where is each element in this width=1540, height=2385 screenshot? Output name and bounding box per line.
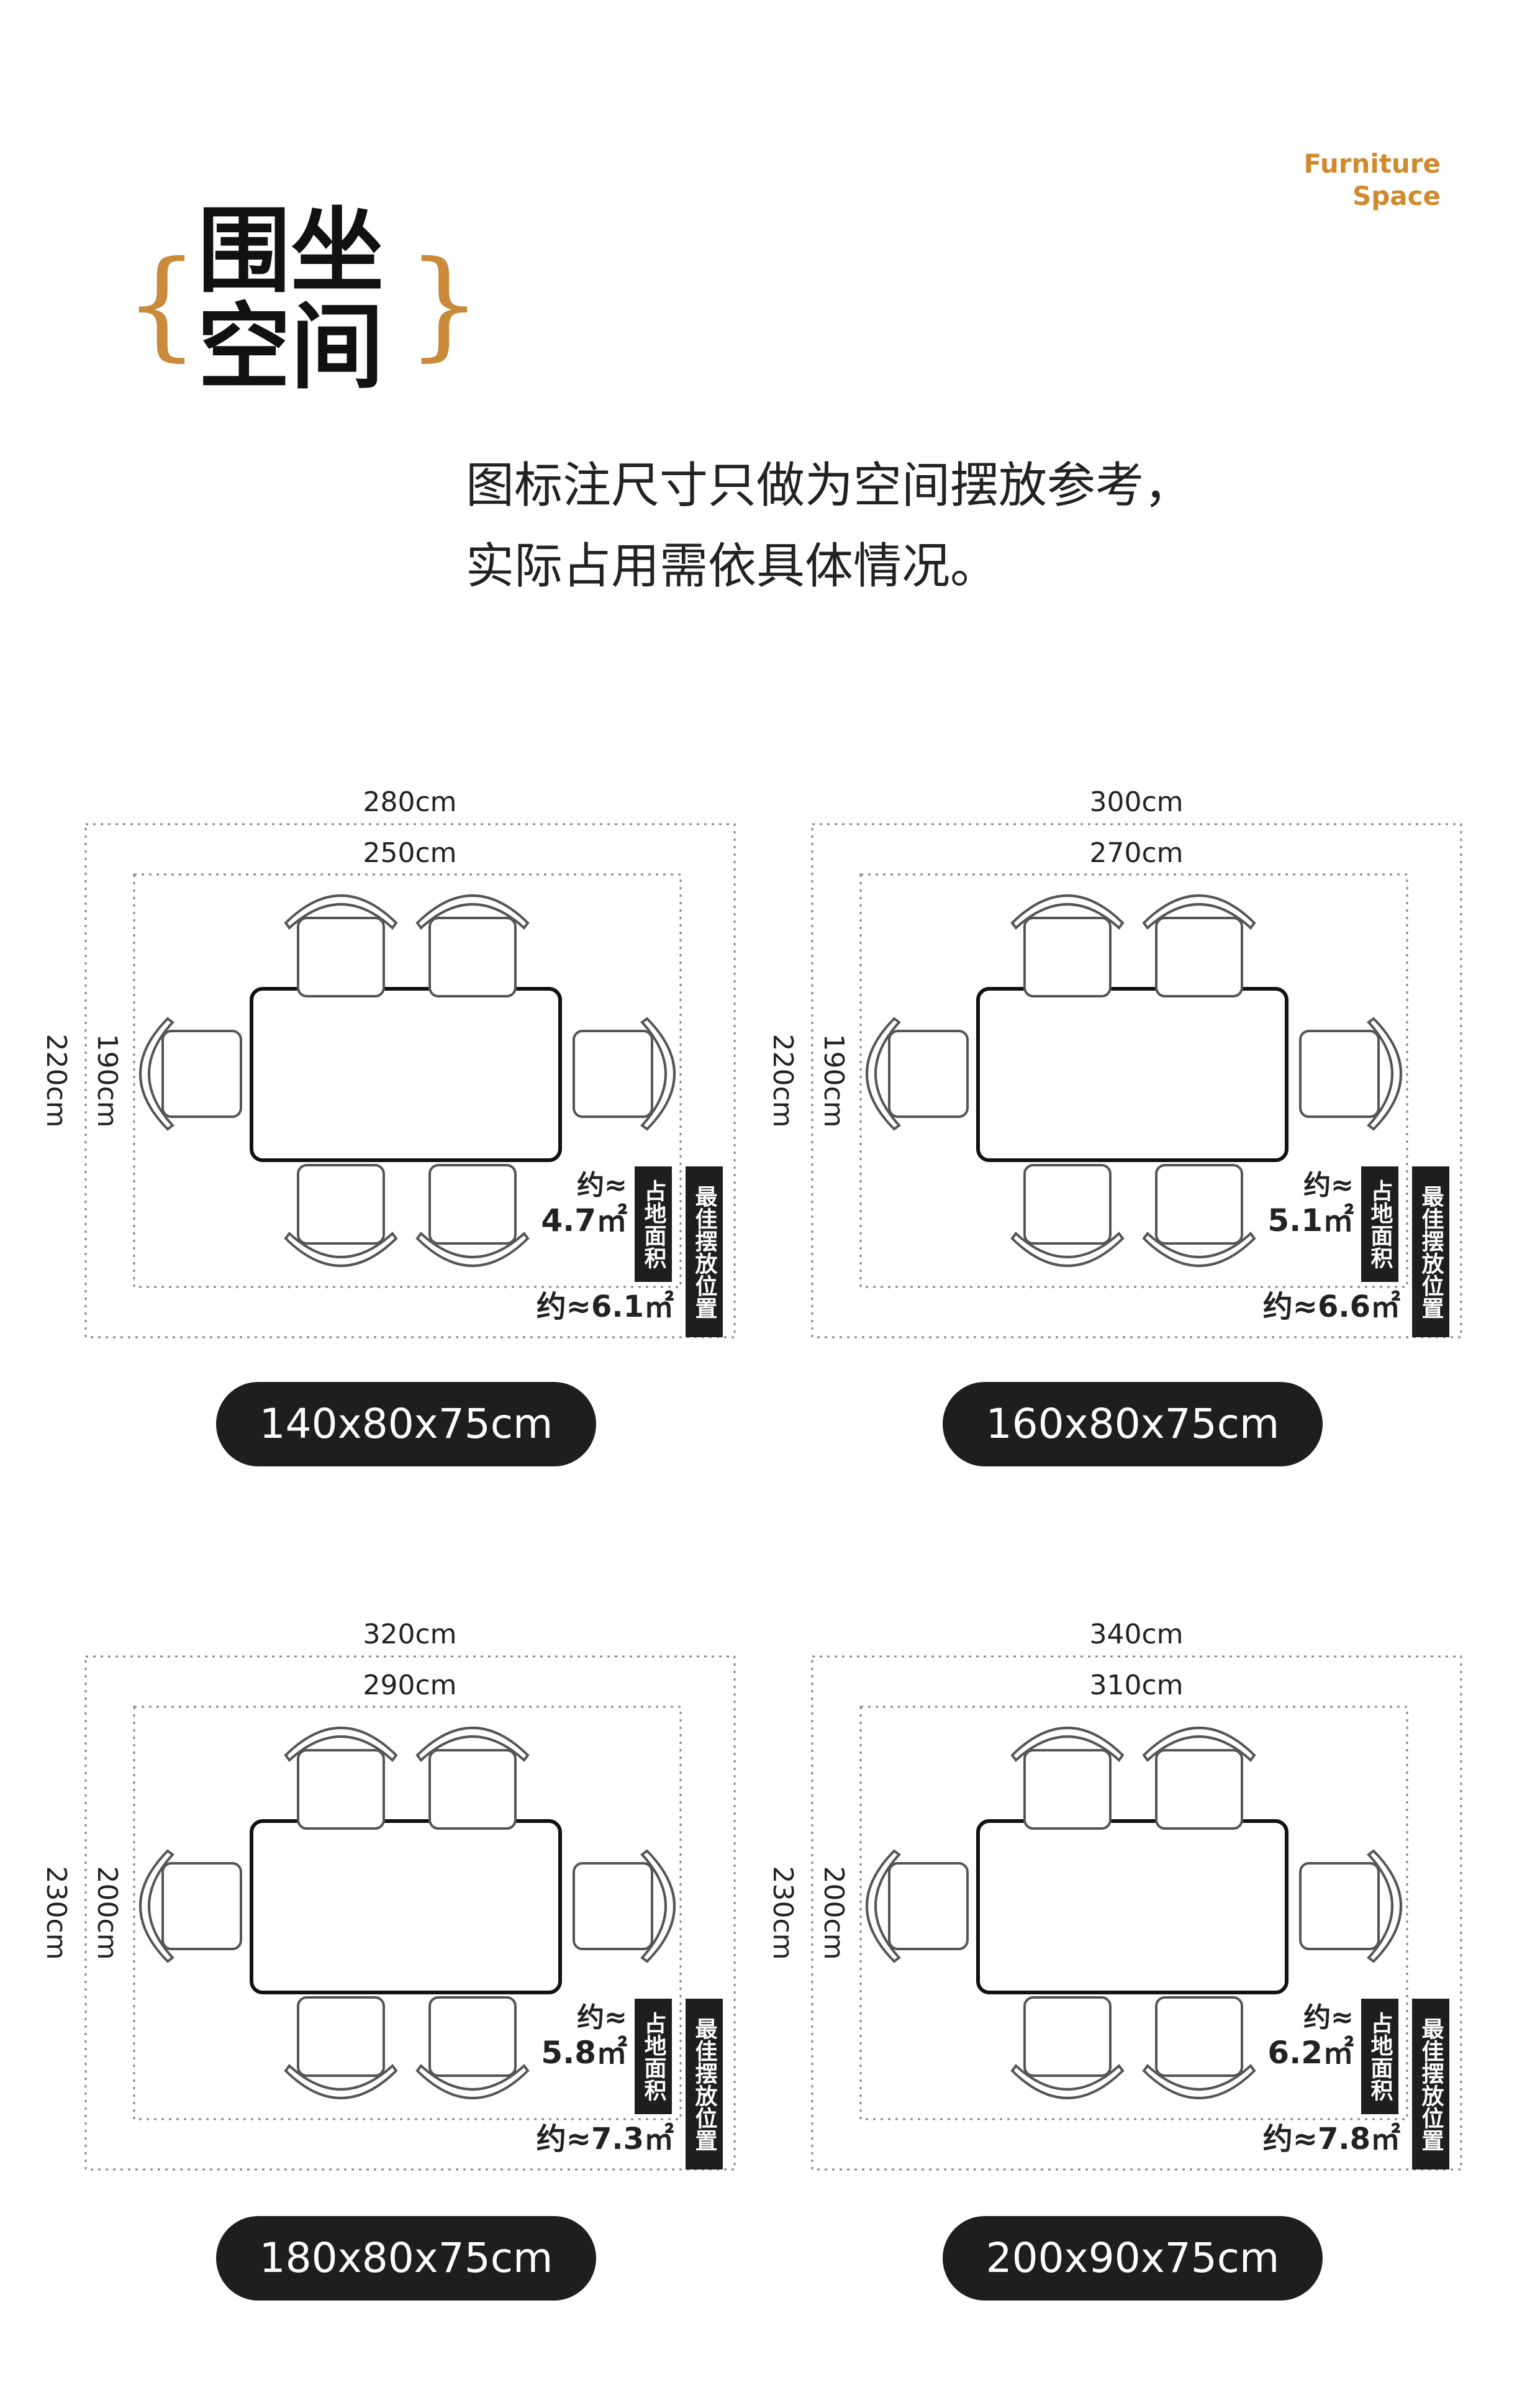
floor-plan-drawing <box>84 1655 736 2171</box>
right-brace: } <box>407 235 482 373</box>
brand-label: Furniture Space <box>1292 148 1441 212</box>
inner-width-label: 250cm <box>363 837 457 869</box>
best-area-value: 约≈7.8㎡ <box>1262 2122 1400 2156</box>
outer-height-label: 220cm <box>40 1034 72 1128</box>
inner-boundary <box>859 1706 1408 2120</box>
outer-width-label: 320cm <box>363 1619 457 1650</box>
chair-top-right <box>1142 1727 1256 1830</box>
inner-width-label: 290cm <box>363 1670 457 1701</box>
chair-top-right <box>1142 894 1256 997</box>
floor-plan-drawing <box>811 823 1462 1338</box>
outer-height-label: 230cm <box>767 1866 799 1960</box>
occupied-area-prefix: 约≈ <box>1303 1170 1354 1201</box>
seating-layout-2: 300cm 270cm 220cm 190cm 约≈ 5.1㎡ 约≈6.6㎡ 占… <box>727 739 1462 1435</box>
floor-plan-drawing <box>84 823 736 1338</box>
chair-top-left <box>284 1727 398 1830</box>
occupied-area-tag: 占地面积 <box>635 1999 672 2114</box>
chair-top-right <box>415 894 530 997</box>
left-brace: { <box>124 235 199 373</box>
page-title-line-1: 围坐 <box>197 198 384 306</box>
table-size-badge-2: 160x80x75cm <box>943 1382 1323 1466</box>
chair-top-right <box>415 1727 530 1830</box>
chair-right <box>573 1849 676 1963</box>
chair-top-left <box>1010 1727 1125 1830</box>
occupied-area-value: 5.8㎡ <box>541 2035 627 2071</box>
best-position-tag: 最佳摆放位置 <box>1412 1166 1449 1337</box>
occupied-area-value: 4.7㎡ <box>541 1202 627 1238</box>
best-area-value: 约≈6.6㎡ <box>1262 1289 1400 1324</box>
chair-bottom-left <box>1010 1996 1125 2099</box>
table-size-badge-3: 180x80x75cm <box>216 2216 596 2301</box>
best-area-value: 约≈7.3㎡ <box>536 2122 674 2156</box>
occupied-area-value: 5.1㎡ <box>1267 1202 1354 1238</box>
floor-plan-drawing <box>811 1655 1462 2171</box>
chair-top-left <box>1010 894 1125 997</box>
occupied-area: 约≈ 5.1㎡ <box>1198 1169 1354 1238</box>
dining-table <box>976 987 1289 1162</box>
dining-table <box>976 1819 1289 1994</box>
chair-left <box>139 1017 242 1131</box>
inner-boundary <box>133 1706 682 2120</box>
table-size-badge-1: 140x80x75cm <box>216 1382 596 1466</box>
chair-bottom-left <box>284 1996 398 2099</box>
occupied-area-prefix: 约≈ <box>577 1170 627 1201</box>
outer-height-label: 230cm <box>40 1866 72 1960</box>
dining-table <box>250 1819 562 1994</box>
chair-right <box>1299 1849 1402 1963</box>
best-area-value: 约≈6.1㎡ <box>536 1289 674 1324</box>
inner-height-label: 200cm <box>818 1866 849 1960</box>
note-line-1: 图标注尺寸只做为空间摆放参考， <box>466 458 1193 514</box>
chair-right <box>1299 1017 1402 1131</box>
occupied-area-prefix: 约≈ <box>1303 2002 1354 2033</box>
inner-boundary <box>133 873 682 1288</box>
dining-table <box>250 987 562 1162</box>
chair-left <box>866 1017 969 1131</box>
occupied-area-prefix: 约≈ <box>577 2002 627 2033</box>
occupied-area: 约≈ 4.7㎡ <box>472 1169 627 1238</box>
brand-line-2: Space <box>1352 181 1441 211</box>
chair-bottom-right <box>415 1996 530 2099</box>
occupied-area-value: 6.2㎡ <box>1267 2035 1354 2071</box>
chair-bottom-left <box>284 1164 398 1267</box>
page-title-line-2: 空间 <box>197 294 384 402</box>
occupied-area: 约≈ 5.8㎡ <box>472 2001 627 2071</box>
note-line-2: 实际占用需依具体情况。 <box>466 538 999 594</box>
occupied-area-tag: 占地面积 <box>1361 1166 1398 1282</box>
chair-bottom-left <box>1010 1164 1125 1267</box>
outer-height-label: 220cm <box>767 1034 799 1128</box>
occupied-area-tag: 占地面积 <box>635 1166 672 1282</box>
inner-boundary <box>859 873 1408 1288</box>
occupied-area-tag: 占地面积 <box>1361 1999 1398 2114</box>
chair-bottom-right <box>1142 1164 1256 1267</box>
outer-width-label: 300cm <box>1089 786 1184 818</box>
outer-width-label: 340cm <box>1089 1619 1184 1650</box>
inner-height-label: 190cm <box>818 1034 849 1128</box>
chair-left <box>866 1849 969 1963</box>
best-position-tag: 最佳摆放位置 <box>686 1166 723 1337</box>
inner-width-label: 270cm <box>1089 837 1184 869</box>
brand-line-1: Furniture <box>1303 148 1441 179</box>
chair-bottom-right <box>1142 1996 1256 2099</box>
best-position-tag: 最佳摆放位置 <box>1412 1999 1449 2169</box>
inner-height-label: 200cm <box>91 1866 123 1960</box>
seating-layout-4: 340cm 310cm 230cm 200cm 约≈ 6.2㎡ 约≈7.8㎡ 占… <box>727 1571 1462 2267</box>
seating-layout-1: 280cm 250cm 220cm 190cm 约≈ 4.7㎡ 约≈6.1㎡ 占… <box>0 739 736 1435</box>
best-position-tag: 最佳摆放位置 <box>686 1999 723 2169</box>
chair-top-left <box>284 894 398 997</box>
chair-left <box>139 1849 242 1963</box>
chair-bottom-right <box>415 1164 530 1267</box>
table-size-badge-4: 200x90x75cm <box>943 2216 1323 2301</box>
occupied-area: 约≈ 6.2㎡ <box>1198 2001 1354 2071</box>
inner-height-label: 190cm <box>91 1034 123 1128</box>
inner-width-label: 310cm <box>1089 1670 1184 1701</box>
outer-width-label: 280cm <box>363 786 457 818</box>
chair-right <box>573 1017 676 1131</box>
seating-layout-3: 320cm 290cm 230cm 200cm 约≈ 5.8㎡ 约≈7.3㎡ 占… <box>0 1571 736 2267</box>
